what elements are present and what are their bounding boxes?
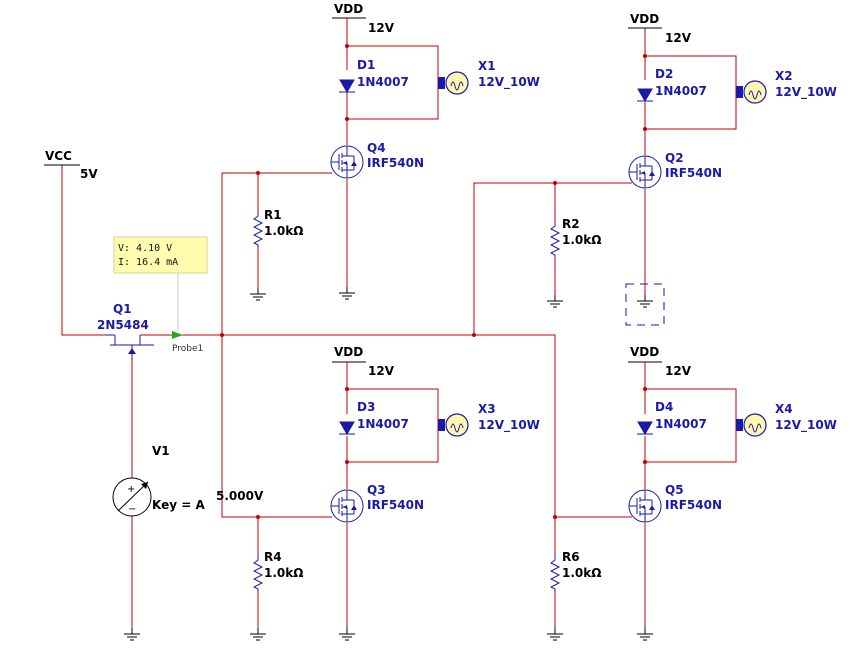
resistor-r4[interactable]: R4 1.0kΩ — [253, 550, 303, 593]
diode-d3[interactable]: D3 1N4007 — [338, 400, 409, 435]
r2-ref: R2 — [562, 217, 580, 231]
mosfet-q2[interactable]: Q2 IRF540N — [628, 151, 722, 189]
probe1[interactable]: Probe1 — [172, 273, 203, 354]
q1-part: 2N5484 — [97, 318, 149, 332]
r4-value: 1.0kΩ — [264, 566, 303, 580]
r1-ref: R1 — [264, 208, 282, 222]
r1-value: 1.0kΩ — [264, 224, 303, 238]
x2-part: 12V_10W — [775, 85, 837, 100]
junctions — [220, 44, 647, 519]
q3-part: IRF540N — [367, 498, 424, 512]
resistor-r2[interactable]: R2 1.0kΩ — [550, 217, 601, 259]
wires — [61, 18, 737, 628]
r6-ref: R6 — [562, 550, 580, 564]
d3-ref: D3 — [357, 400, 375, 414]
vdd3-value: 12V — [368, 364, 395, 378]
d1-part: 1N4007 — [357, 75, 409, 89]
svg-text:−: − — [128, 504, 136, 515]
vcc-value: 5V — [80, 167, 98, 181]
q5-ref: Q5 — [665, 483, 684, 497]
resistor-r6[interactable]: R6 1.0kΩ — [550, 550, 601, 593]
d2-ref: D2 — [655, 67, 673, 81]
x2-ref: X2 — [775, 69, 793, 83]
vdd3-symbol[interactable]: VDD 12V — [332, 345, 395, 378]
q3-ref: Q3 — [367, 483, 386, 497]
vdd1-label: VDD — [334, 2, 363, 16]
vdd2-value: 12V — [665, 31, 692, 45]
r6-value: 1.0kΩ — [562, 566, 601, 580]
lamp-x1[interactable]: X1 12V_10W — [437, 59, 540, 95]
lamp-x3[interactable]: X3 12V_10W — [437, 402, 540, 437]
svg-text:+: + — [127, 484, 135, 495]
voltage-source-v1[interactable]: + − V1 Key = A 5.000V — [112, 444, 264, 517]
q4-ref: Q4 — [367, 141, 386, 155]
d3-part: 1N4007 — [357, 417, 409, 431]
ground-r1 — [249, 287, 267, 301]
selection-box[interactable] — [625, 283, 665, 326]
lamp-x4[interactable]: X4 12V_10W — [735, 402, 837, 437]
vdd2-symbol[interactable]: VDD 12V — [628, 12, 692, 45]
d2-part: 1N4007 — [655, 84, 707, 98]
v1-key: Key = A — [152, 498, 205, 512]
q2-part: IRF540N — [665, 166, 722, 180]
d4-part: 1N4007 — [655, 417, 707, 431]
vdd1-symbol[interactable]: VDD 12V — [332, 2, 395, 35]
vdd4-symbol[interactable]: VDD 12V — [628, 345, 692, 378]
diode-d2[interactable]: D2 1N4007 — [636, 67, 707, 102]
diode-d4[interactable]: D4 1N4007 — [636, 400, 707, 435]
q1-ref: Q1 — [113, 302, 132, 316]
ground-r4 — [249, 627, 267, 641]
vdd3-label: VDD — [334, 345, 363, 359]
probe-current: I: 16.4 mA — [118, 257, 178, 268]
probe-name: Probe1 — [172, 344, 203, 354]
vdd1-value: 12V — [368, 21, 395, 35]
probe-tooltip: V: 4.10 V I: 16.4 mA — [113, 236, 208, 274]
r4-ref: R4 — [264, 550, 282, 564]
lamp-x2[interactable]: X2 12V_10W — [735, 69, 837, 104]
mosfet-q5[interactable]: Q5 IRF540N — [628, 483, 722, 523]
x3-ref: X3 — [478, 402, 496, 416]
x1-ref: X1 — [478, 59, 496, 73]
ground-r2 — [546, 294, 564, 308]
diode-d1[interactable]: D1 1N4007 — [338, 58, 409, 93]
ground-q2 — [636, 294, 654, 308]
ground-v1 — [123, 627, 141, 641]
ground-symbols — [123, 286, 654, 641]
d1-ref: D1 — [357, 58, 375, 72]
x1-part: 12V_10W — [478, 75, 540, 90]
mosfet-q3[interactable]: Q3 IRF540N — [330, 483, 424, 523]
x4-ref: X4 — [775, 402, 793, 416]
vdd4-value: 12V — [665, 364, 692, 378]
probe-arrow-icon — [172, 331, 183, 339]
r2-value: 1.0kΩ — [562, 233, 601, 247]
d4-ref: D4 — [655, 400, 673, 414]
mosfet-q4[interactable]: Q4 IRF540N — [330, 141, 424, 179]
vcc-label: VCC — [45, 149, 72, 163]
q2-ref: Q2 — [665, 151, 684, 165]
ground-q4 — [338, 286, 356, 300]
q5-part: IRF540N — [665, 498, 722, 512]
jfet-q1[interactable]: Q1 2N5484 — [97, 302, 154, 360]
probe-voltage: V: 4.10 V — [118, 243, 172, 254]
vdd2-label: VDD — [630, 12, 659, 26]
ground-q5 — [636, 627, 654, 641]
x4-part: 12V_10W — [775, 418, 837, 433]
ground-r6 — [546, 627, 564, 641]
q4-part: IRF540N — [367, 156, 424, 170]
v1-reading: 5.000V — [216, 489, 264, 503]
vdd4-label: VDD — [630, 345, 659, 359]
v1-ref: V1 — [152, 444, 170, 458]
vcc-symbol[interactable]: VCC 5V — [44, 149, 98, 181]
ground-q3 — [338, 627, 356, 641]
x3-part: 12V_10W — [478, 418, 540, 433]
resistor-r1[interactable]: R1 1.0kΩ — [253, 208, 303, 249]
